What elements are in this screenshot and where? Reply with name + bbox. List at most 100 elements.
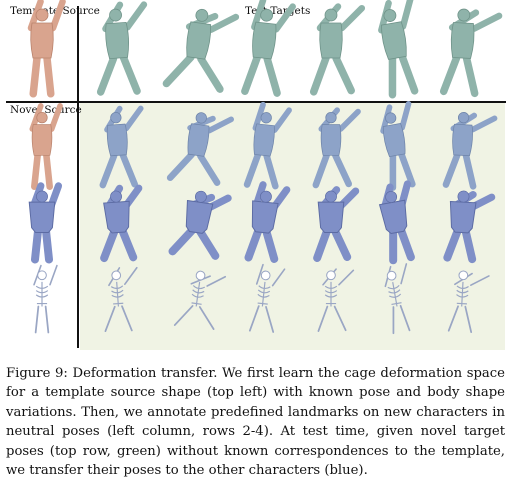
head [385, 191, 398, 203]
right-arm [271, 268, 286, 287]
right-leg [263, 54, 281, 97]
right-leg [462, 152, 477, 190]
head [383, 9, 397, 22]
transferred-robot-3 [244, 181, 291, 263]
right-arm [206, 116, 234, 134]
right-leg [262, 227, 279, 263]
right-leg [265, 305, 275, 333]
left-leg [166, 151, 195, 182]
torso [387, 282, 402, 307]
head [458, 270, 469, 281]
right-arm [49, 264, 58, 286]
torso [381, 21, 407, 60]
transferred-skeleton-6 [447, 270, 490, 334]
torso [103, 200, 130, 234]
left-leg [162, 53, 195, 88]
right-arm [271, 107, 292, 133]
head [326, 270, 336, 281]
novel-source-human [29, 103, 63, 191]
head [457, 190, 470, 203]
torso [110, 281, 124, 307]
torso [257, 281, 271, 307]
head [260, 112, 272, 124]
head [260, 190, 272, 203]
template-source-figure [27, 0, 66, 98]
left-leg [30, 226, 42, 264]
right-arm [49, 0, 66, 32]
transferred-robot-5 [378, 180, 415, 265]
head [194, 190, 207, 203]
right-leg [198, 306, 215, 331]
test-target-figure-6 [439, 8, 503, 98]
left-leg [248, 305, 260, 332]
left-leg [99, 152, 118, 189]
left-leg [389, 152, 397, 191]
torso [251, 200, 279, 234]
left-leg [447, 305, 459, 332]
torso [317, 201, 345, 233]
right-leg [42, 226, 54, 264]
left-leg [244, 226, 263, 262]
right-arm [469, 115, 498, 133]
right-leg [43, 54, 55, 98]
novel-source-header: Novel Source [10, 104, 82, 116]
left-leg [309, 54, 330, 96]
torso [319, 22, 343, 59]
right-arm [399, 0, 414, 30]
head [195, 270, 206, 281]
right-leg [462, 54, 479, 98]
head [110, 190, 122, 203]
transferred-skeleton-4 [317, 268, 355, 332]
deformation-transfer-figure: Template Source Test Targets Novel Sourc… [6, 0, 506, 350]
head [260, 8, 274, 22]
left-leg [34, 305, 40, 334]
torso [449, 200, 477, 234]
right-leg [119, 53, 141, 95]
torso [456, 281, 469, 307]
torso [382, 123, 406, 157]
right-leg [332, 54, 355, 95]
right-leg [399, 304, 411, 332]
left-leg [243, 151, 262, 188]
head [36, 190, 48, 203]
transferred-human-4 [312, 107, 361, 189]
head [260, 270, 271, 281]
torso [191, 281, 206, 307]
right-arm [338, 4, 366, 32]
row-divider [6, 101, 506, 103]
right-leg [119, 151, 138, 188]
right-arm [470, 12, 503, 32]
figure-caption: Figure 9: Deformation transfer. We first… [6, 366, 505, 479]
transferred-human-2 [166, 112, 234, 186]
novel-source-skeleton [33, 264, 58, 334]
right-arm [124, 1, 148, 31]
right-leg [398, 53, 419, 95]
transfer-results-panel [80, 103, 505, 350]
torso [35, 281, 49, 307]
torso [31, 124, 53, 156]
torso [324, 281, 338, 307]
right-arm [48, 103, 63, 132]
right-arm [338, 269, 355, 286]
torso [28, 201, 56, 233]
left-leg [100, 227, 119, 263]
left-leg [317, 305, 329, 332]
right-leg [263, 152, 279, 190]
test-target-figure-1 [96, 1, 148, 96]
right-leg [197, 54, 224, 93]
torso [106, 123, 128, 157]
head [195, 112, 207, 124]
torso [452, 123, 473, 157]
head [35, 8, 49, 22]
transferred-human-1 [99, 105, 144, 189]
right-leg [43, 152, 53, 191]
right-arm [123, 105, 144, 132]
torso [186, 21, 212, 60]
right-arm [400, 263, 408, 285]
left-leg [96, 54, 118, 96]
left-arm [255, 263, 264, 285]
right-arm [399, 101, 412, 131]
left-leg [442, 151, 461, 188]
left-leg [29, 54, 41, 98]
head [109, 8, 122, 22]
